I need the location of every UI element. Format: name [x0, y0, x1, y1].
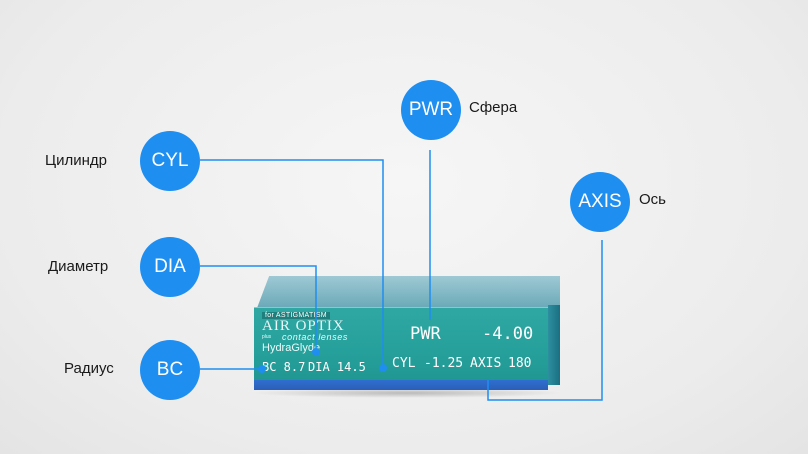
brand-subtitle: contact lenses [282, 332, 348, 342]
box-bottom-strip [254, 380, 548, 390]
box-cyl-value: -1.25 [424, 356, 464, 371]
box-dia-print: DIA 14.5 [308, 360, 366, 374]
box-front-face [254, 307, 548, 388]
dia-dot [312, 348, 320, 356]
brand-plus: plus [262, 334, 272, 340]
bc-badge: BC [140, 340, 200, 400]
box-side-face [548, 305, 560, 385]
box-pwr-label: PWR [410, 324, 441, 344]
cyl-badge: CYL [140, 131, 200, 191]
dia-leader [200, 265, 317, 352]
brand-tag: for ASTIGMATISM [262, 312, 330, 319]
cyl-caption: Цилиндр [45, 152, 107, 169]
box-top-face [257, 276, 560, 308]
dia-badge: DIA [140, 237, 200, 297]
axis-badge: AXIS [570, 172, 630, 232]
box-bc-print: BC 8.7 [262, 360, 306, 374]
axis-leader [487, 240, 603, 401]
bc-dot [258, 365, 266, 373]
box-cyl-label: CYL [392, 356, 416, 371]
box-pwr-value: -4.00 [482, 324, 534, 344]
box-axis-label: AXIS [470, 356, 502, 371]
pwr-badge: PWR [401, 80, 461, 140]
cyl-dot [379, 364, 387, 372]
box-shadow [250, 388, 564, 398]
brand-hydraglyde: HydraGlyde [262, 342, 321, 354]
bc-caption: Радиус [64, 360, 114, 377]
brand-name: AIR OPTIX [262, 318, 345, 334]
pwr-caption: Сфера [469, 99, 518, 116]
dia-caption: Диаметр [48, 258, 109, 275]
box-axis-value: 180 [508, 356, 532, 371]
cyl-leader [200, 159, 384, 368]
axis-caption: Ось [639, 191, 666, 208]
